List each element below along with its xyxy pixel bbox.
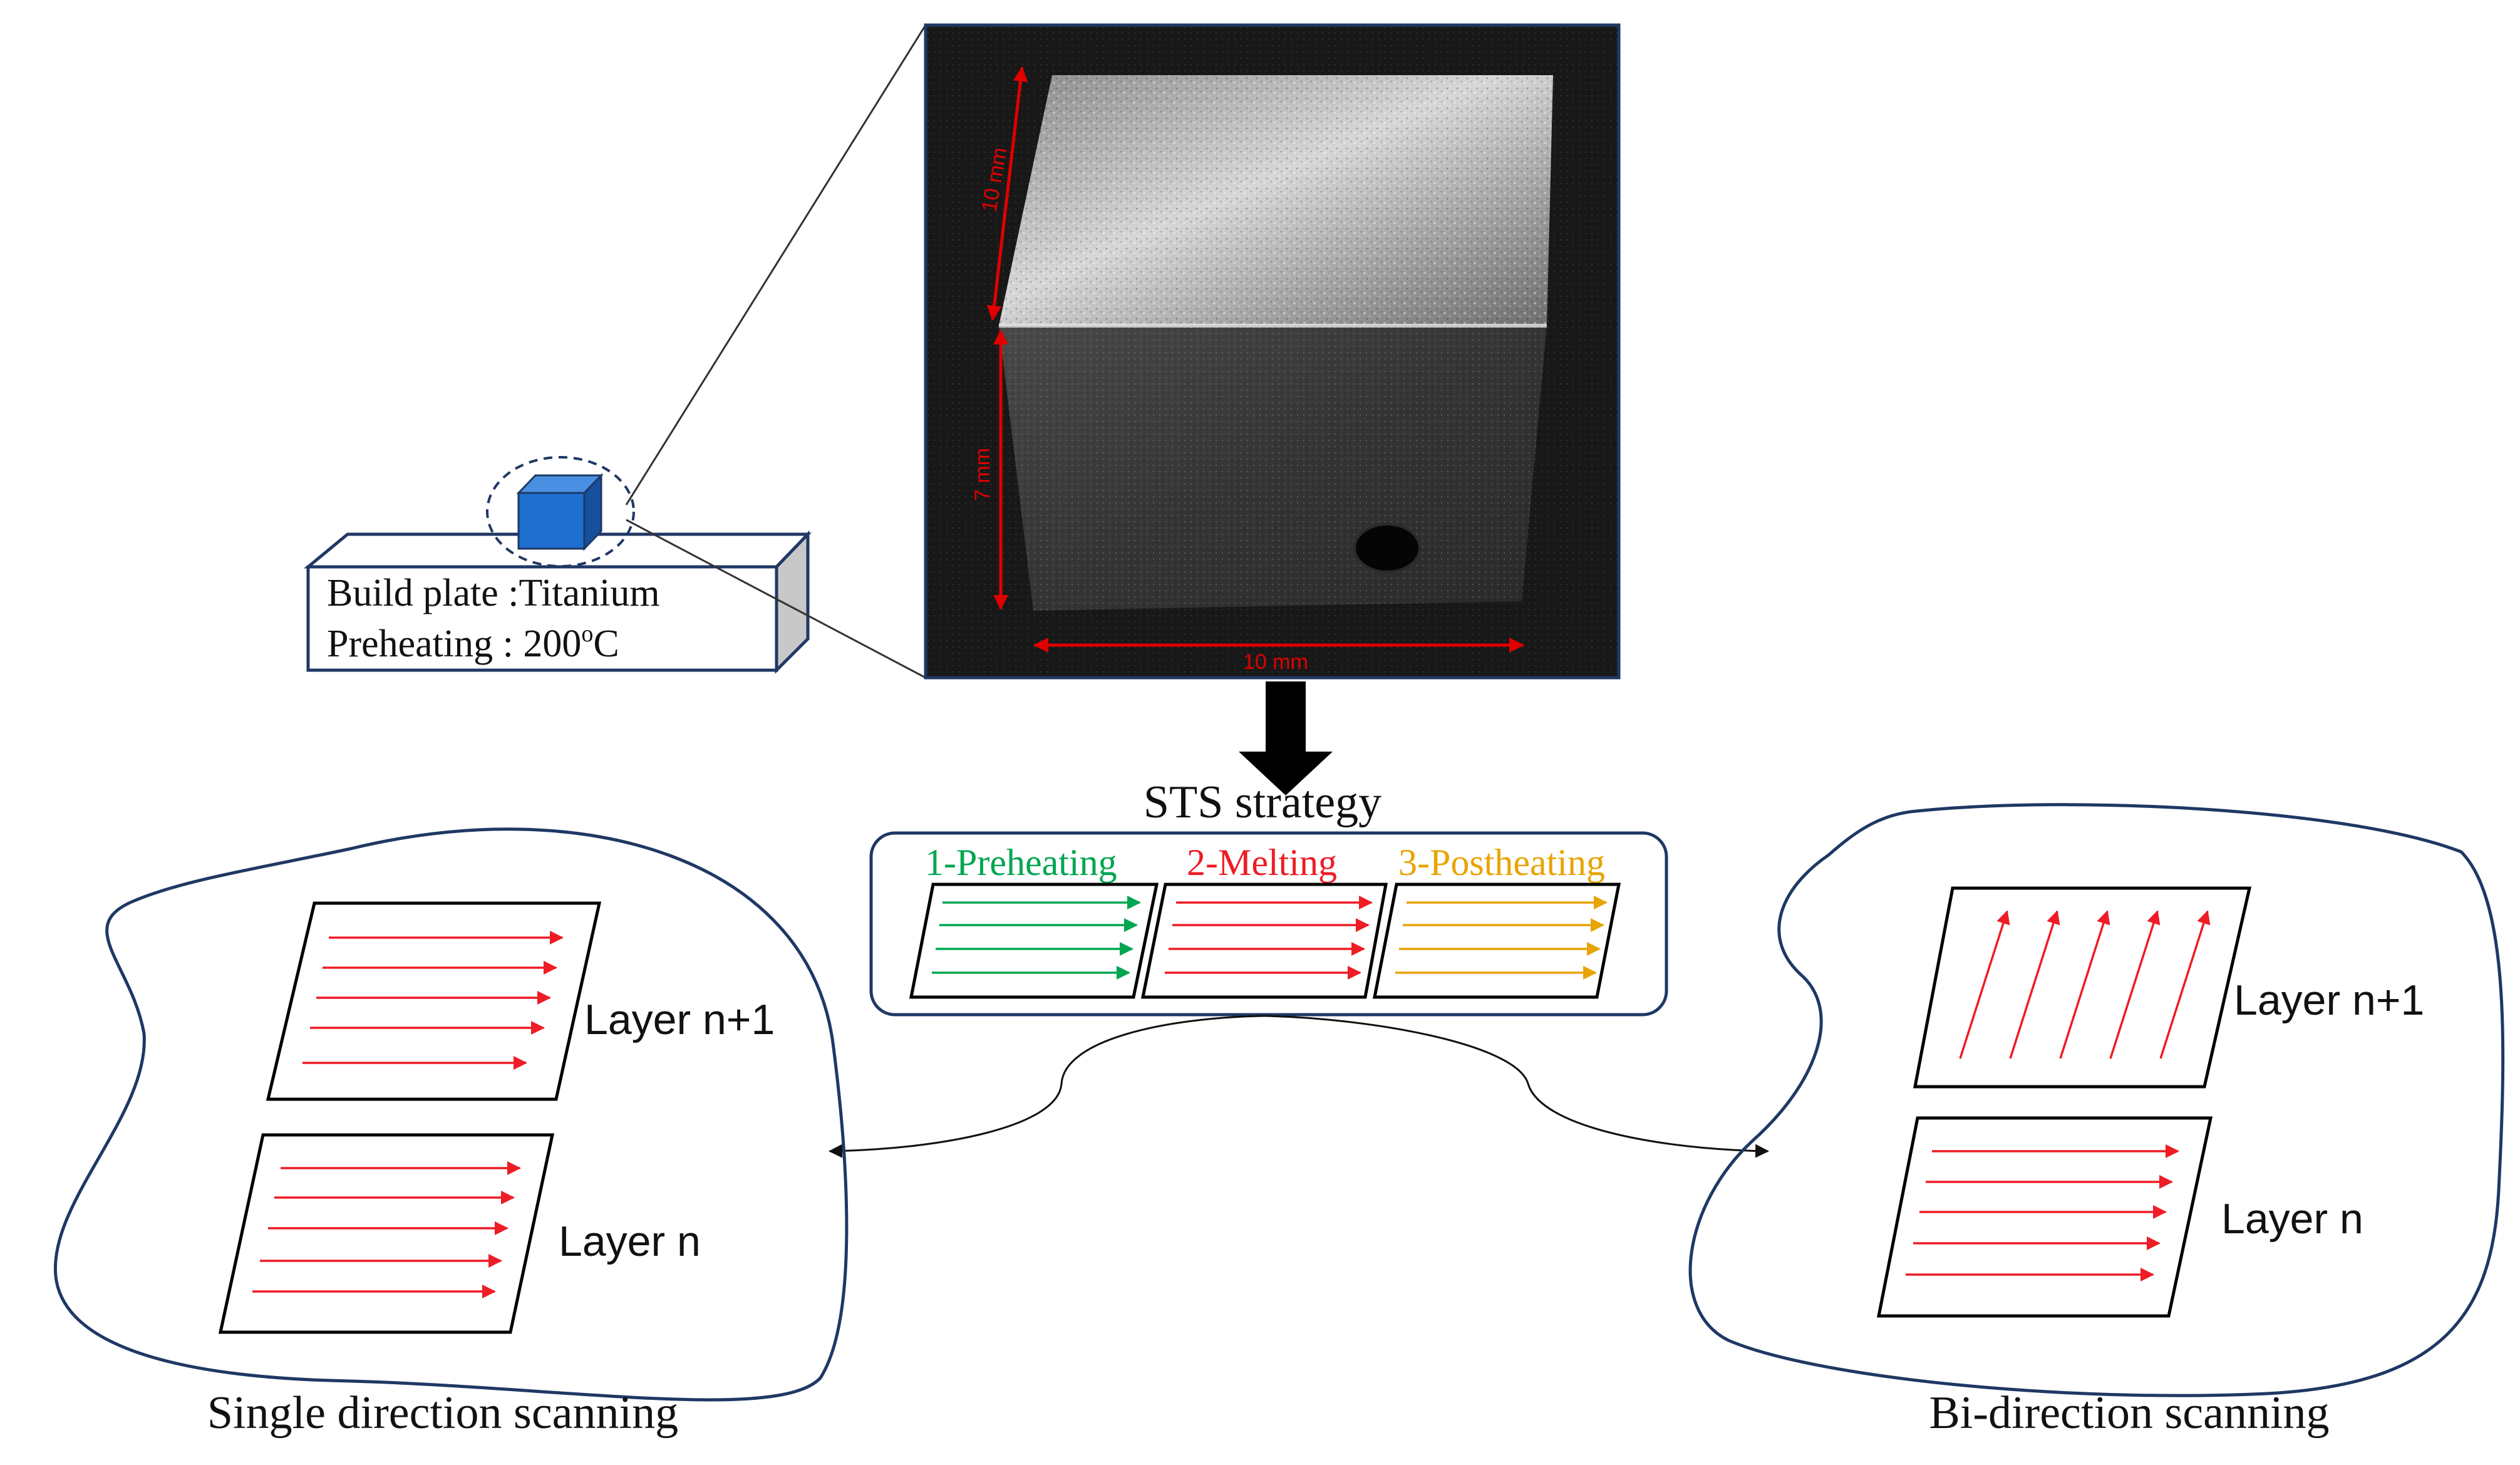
single-layer-n-plus-1 [266, 901, 602, 1101]
sts-step-label-3: 3-Postheating [1398, 842, 1605, 883]
single-direction-caption: Single direction scanning [207, 1387, 678, 1439]
zoom-line-bottom [626, 519, 926, 679]
single-direction-region-outline [53, 827, 849, 1402]
connector-to-bi-direction [1263, 1015, 1769, 1158]
dimension-label-side: 7 mm [971, 448, 994, 501]
single-layer-top-label: Layer n+1 [584, 996, 775, 1043]
build-plate-preheating-label: Preheating : 200oC [327, 621, 619, 665]
sts-step-panel-2 [1140, 883, 1388, 999]
sts-step-label-2: 2-Melting [1187, 842, 1337, 883]
sample-hole [1353, 523, 1421, 573]
bi-layer-n-plus-1 [1913, 886, 2252, 1089]
down-arrow-icon [1239, 681, 1333, 795]
sample-cube-icon [516, 473, 604, 551]
sts-step-label-1: 1-Preheating [925, 842, 1117, 883]
zoom-line-top [625, 24, 927, 505]
single-layer-bottom-label: Layer n [559, 1218, 701, 1265]
build-plate-material-label: Build plate :Titanium [327, 572, 660, 614]
bi-layer-bottom-label: Layer n [2221, 1195, 2363, 1243]
bi-direction-caption: Bi-direction scanning [1929, 1387, 2329, 1439]
connector-to-single-direction [829, 1015, 1264, 1158]
build-plate-front-face [306, 565, 778, 672]
build-plate: Build plate :Titanium Preheating : 200oC [304, 530, 812, 675]
sts-step-panel-3 [1372, 883, 1621, 999]
bi-direction-region-outline [1688, 803, 2505, 1397]
dimension-line-top [986, 66, 1028, 321]
sts-strategy-title: STS strategy [1144, 777, 1381, 828]
cube-highlight-ellipse [486, 456, 635, 567]
sts-step-panel-1 [909, 883, 1159, 999]
dimension-label-bottom: 10 mm [1243, 650, 1308, 674]
bi-layer-n [1876, 1116, 2213, 1318]
sample-photo: 10 mm 7 mm 10 mm [924, 23, 1621, 680]
single-layer-n [218, 1133, 555, 1334]
bi-layer-top-label: Layer n+1 [2234, 976, 2424, 1024]
